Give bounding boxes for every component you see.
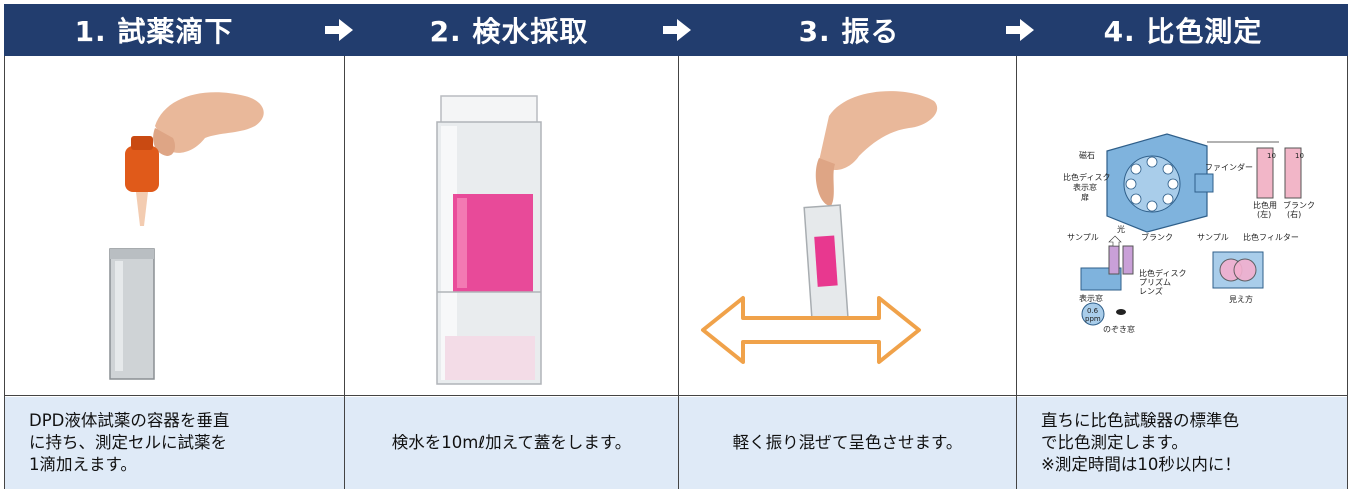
step-1-description: DPD液体試薬の容器を垂直 に持ち、測定セルに試薬を 1滴加えます。 — [5, 397, 344, 489]
step-3-text: 軽く振り混ぜて呈色させます。 — [732, 433, 963, 452]
step-2-column: 検水を10mℓ加えて蓋をします。 — [344, 56, 678, 489]
step-4-image: 磁石 ファインダー 比色ディスク 表示窓 扉 10 10 比色用 (左) ブラン… — [1017, 56, 1347, 396]
step-4-title: 4. 比色測定 — [1103, 15, 1263, 48]
label-cell-left: (左) — [1257, 209, 1271, 219]
label-appearance: 見え方 — [1229, 294, 1253, 304]
reading-unit: ppm — [1085, 315, 1101, 323]
step-2-description: 検水を10mℓ加えて蓋をします。 — [345, 397, 678, 489]
label-color-filter: 比色フィルター — [1243, 232, 1299, 242]
label-display-window-2: 表示窓 — [1079, 293, 1103, 303]
label-display-window: 表示窓 — [1073, 182, 1097, 192]
step-4-text: 直ちに比色試験器の標準色 で比色測定します。 ※測定時間は10秒以内に！ — [1041, 411, 1241, 474]
label-lens: レンズ — [1139, 286, 1163, 296]
step-2-text: 検水を10mℓ加えて蓋をします。 — [391, 433, 632, 452]
label-peep-window: のぞき窓 — [1103, 324, 1135, 334]
step-1-column: DPD液体試薬の容器を垂直 に持ち、測定セルに試薬を 1滴加えます。 — [4, 56, 344, 489]
label-blank: ブランク — [1141, 232, 1173, 242]
label-magnet: 磁石 — [1079, 150, 1095, 160]
label-door: 扉 — [1081, 192, 1089, 202]
eye-icon — [1116, 309, 1126, 315]
procedure-grid: 1. 試薬滴下 2. 検水採取 3. 振る 4. 比色測定 — [4, 4, 1348, 489]
step-1-image — [5, 56, 344, 396]
label-light: 光 — [1117, 224, 1125, 234]
step-2-image — [345, 56, 678, 396]
reading-value: 0.6 — [1087, 307, 1099, 315]
comparator-diagram: 磁石 ファインダー 比色ディスク 表示窓 扉 10 10 比色用 (左) ブラン… — [1063, 133, 1315, 334]
step-3-image — [679, 56, 1016, 396]
label-sample: サンプル — [1067, 233, 1099, 242]
label-sample-2: サンプル — [1197, 233, 1229, 242]
step-2-title: 2. 検水採取 — [429, 15, 589, 48]
label-color-disk-2: 比色ディスク — [1139, 268, 1186, 278]
step-4-column: 磁石 ファインダー 比色ディスク 表示窓 扉 10 10 比色用 (左) ブラン… — [1016, 56, 1348, 489]
label-color-disk: 比色ディスク — [1063, 172, 1110, 182]
step-3-description: 軽く振り混ぜて呈色させます。 — [679, 397, 1016, 489]
arrow-right-icon — [657, 4, 697, 56]
label-cell-comparison: 比色用 — [1253, 200, 1277, 210]
label-cell-right: (右) — [1287, 209, 1301, 219]
steps-header: 1. 試薬滴下 2. 検水採取 3. 振る 4. 比色測定 — [4, 4, 1348, 56]
cell-number-right: 10 — [1295, 152, 1304, 160]
step-1-title: 1. 試薬滴下 — [74, 15, 234, 48]
step-3-title: 3. 振る — [798, 15, 900, 48]
arrow-right-icon — [1000, 4, 1040, 56]
cell-number-left: 10 — [1267, 152, 1276, 160]
label-finder: ファインダー — [1205, 162, 1253, 172]
label-cell-blank: ブランク — [1283, 200, 1315, 210]
step-1-text: DPD液体試薬の容器を垂直 に持ち、測定セルに試薬を 1滴加えます。 — [29, 411, 230, 474]
step-3-column: 軽く振り混ぜて呈色させます。 — [678, 56, 1016, 489]
step-4-description: 直ちに比色試験器の標準色 で比色測定します。 ※測定時間は10秒以内に！ — [1017, 397, 1347, 489]
label-prism: プリズム — [1139, 277, 1171, 287]
arrow-right-icon — [319, 4, 359, 56]
